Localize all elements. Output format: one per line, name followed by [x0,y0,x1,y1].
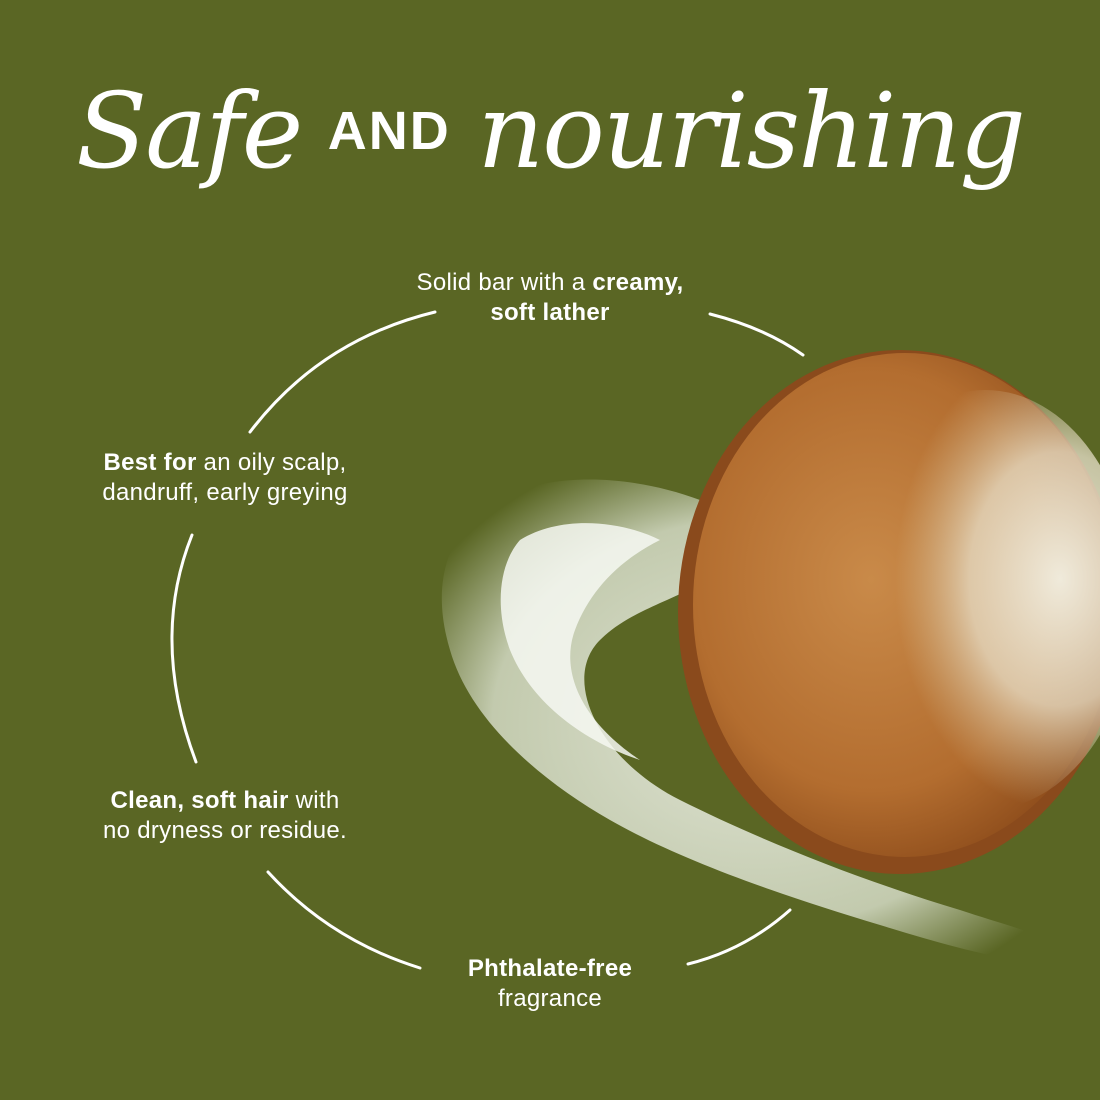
shampoo-bar [678,350,1100,874]
feature-fragrance-highlight: Phthalate-free [467,955,633,982]
feature-lather-line2: soft lather [335,298,765,328]
arc-top-right [708,312,805,357]
feature-lather-line1: Solid bar with a creamy, [335,268,765,298]
feature-fragrance-line1: Phthalate-free [370,954,730,984]
arc-top-left [248,310,437,434]
arc-left [170,533,198,764]
feature-lather-text: Solid bar with a [416,269,593,296]
feature-lather-highlight: creamy, [592,269,684,296]
feature-best-for-line1: Best for an oily scalp, [40,448,410,478]
arc-bottom-right [686,908,792,966]
feature-best-for-highlight: Best for [103,449,197,476]
feature-best-for-text: an oily scalp, [196,449,347,476]
feature-fragrance: Phthalate-free fragrance [370,954,730,1014]
feature-best-for: Best for an oily scalp, dandruff, early … [40,448,410,508]
feature-lather-highlight-2: soft lather [490,299,610,326]
arc-bottom-left [266,870,422,970]
headline-script-right: nourishing [477,70,1026,192]
feature-clean-hair: Clean, soft hair with no dryness or resi… [40,786,410,846]
feature-clean-hair-highlight: Clean, soft hair [110,787,289,814]
feature-best-for-line2: dandruff, early greying [102,479,348,506]
lather-smear [441,479,1075,966]
feature-clean-hair-line2: no dryness or residue. [102,817,348,844]
headline-script-left: Safe [76,70,303,192]
feature-fragrance-line2: fragrance [497,985,603,1012]
headline-plain-middle: AND [327,101,451,161]
headline: Safe AND nourishing [0,70,1100,192]
feature-lather: Solid bar with a creamy, soft lather [335,268,765,328]
feature-clean-hair-text: with [288,787,340,814]
feature-clean-hair-line1: Clean, soft hair with [40,786,410,816]
